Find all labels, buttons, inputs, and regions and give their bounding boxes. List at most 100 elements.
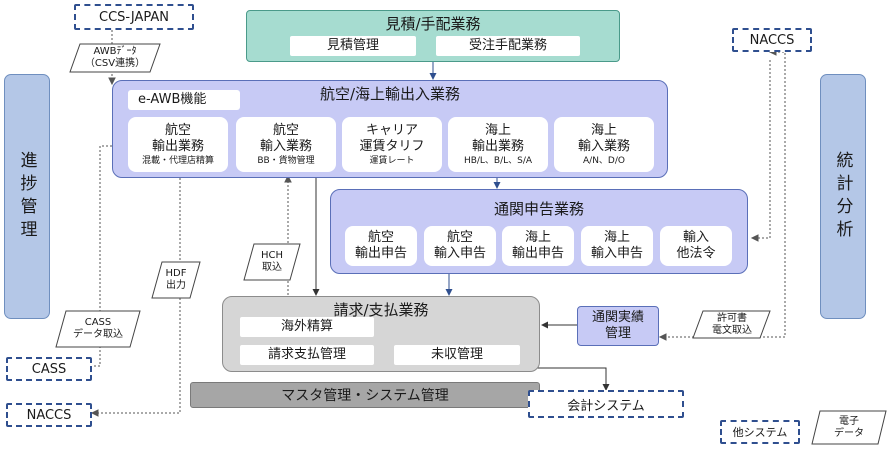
overseas-settlement-box[interactable]: 海外精算: [240, 317, 374, 337]
dotted-hdf: [92, 178, 181, 414]
air-sea-card-line1: 航空: [272, 122, 299, 138]
customs-card-line1: 海上: [524, 230, 551, 245]
statistical-analysis-sidebar[interactable]: 統計分析: [820, 74, 866, 319]
air-sea-title: 航空/海上輸出入業務: [319, 85, 461, 103]
progress-management-label: 進捗管理: [16, 150, 37, 243]
customs-card-2[interactable]: 海上輸出申告: [502, 226, 574, 266]
hdf-line2: 出力: [165, 280, 186, 291]
customs-card-line2: 輸入申告: [590, 246, 643, 261]
master-system-label: マスタ管理・システム管理: [281, 388, 449, 404]
accounting-system-label: 会計システム: [567, 398, 645, 414]
dotted-naccs-top: [750, 51, 786, 338]
customs-title: 通関申告業務: [493, 200, 584, 218]
air-sea-card-line2: 輸入業務: [259, 138, 312, 154]
billing-title: 請求/支払業務: [333, 301, 429, 319]
naccs-bottom-label: NACCS: [26, 407, 72, 423]
e-data-line2: データ: [834, 427, 864, 439]
hdf-line1: HDF: [165, 268, 187, 279]
dotted-naccs-customs: [752, 60, 771, 239]
cass-import-line2: データ取込: [73, 329, 123, 340]
hch-shape: [243, 243, 301, 281]
customs-card-1[interactable]: 航空輸入申告: [424, 226, 496, 266]
other-system-box: 他システム: [720, 420, 800, 444]
ccs-japan-label: CCS-JAPAN: [99, 9, 169, 25]
permit-line1: 許可書: [717, 312, 747, 324]
estimate-management-box[interactable]: 見積管理: [290, 36, 416, 56]
air-sea-card-sub: 混載・代理店精算: [141, 155, 214, 166]
air-sea-card-sub: HB/L、B/L、S/A: [463, 155, 533, 166]
billing-payment-label: 請求支払管理: [267, 347, 346, 362]
naccs-bottom-box[interactable]: NACCS: [6, 403, 92, 427]
master-system-box[interactable]: マスタ管理・システム管理: [190, 382, 540, 408]
receivables-box[interactable]: 未収管理: [394, 345, 520, 365]
other-system-label: 他システム: [732, 426, 788, 439]
cass-box[interactable]: CASS: [6, 357, 92, 381]
air-sea-card-line2: 運賃タリフ: [359, 138, 425, 154]
customs-card-4[interactable]: 輸入他法令: [660, 226, 732, 266]
customs-results-line2: 管理: [604, 326, 631, 341]
customs-card-line2: 輸入申告: [433, 246, 486, 261]
order-arrangement-box[interactable]: 受注手配業務: [436, 36, 580, 56]
customs-results-line1: 通関実績: [591, 310, 644, 325]
estimate-management-label: 見積管理: [326, 38, 379, 53]
customs-card-3[interactable]: 海上輸入申告: [581, 226, 653, 266]
awb-data-label: AWBﾃﾞｰﾀ（CSV連携）: [72, 44, 158, 72]
customs-card-line1: 航空: [446, 230, 473, 245]
air-sea-card-line1: 海上: [590, 122, 617, 138]
naccs-top-label: NACCS: [749, 32, 795, 48]
hdf-shape: [151, 261, 201, 299]
order-arrangement-label: 受注手配業務: [468, 38, 547, 53]
air-sea-card-line2: 輸入業務: [577, 138, 630, 154]
air-sea-card-0[interactable]: 航空輸出業務混載・代理店精算: [128, 117, 228, 172]
estimate-order-title: 見積/手配業務: [385, 15, 481, 33]
air-sea-card-sub: 運賃レート: [369, 155, 415, 166]
ccs-japan-box[interactable]: CCS-JAPAN: [74, 4, 194, 30]
eawb-box[interactable]: e-AWB機能: [128, 90, 240, 110]
customs-results-box[interactable]: 通関実績 管理: [577, 306, 659, 346]
permit-shape: [692, 310, 771, 339]
air-sea-card-sub: A/N、D/O: [583, 155, 625, 166]
air-sea-card-line2: 輸出業務: [471, 138, 524, 154]
eawb-label: e-AWB機能: [138, 92, 207, 107]
air-sea-card-line1: 航空: [164, 122, 191, 138]
customs-card-line2: 輸出申告: [354, 246, 407, 261]
customs-card-line1: 海上: [603, 230, 630, 245]
permit-line2: 電文取込: [712, 324, 752, 336]
customs-card-line1: 航空: [367, 230, 394, 245]
accounting-system-box[interactable]: 会計システム: [528, 390, 684, 418]
overseas-settlement-label: 海外精算: [280, 319, 333, 334]
e-data-shape: [811, 410, 887, 445]
air-sea-card-line2: 輸出業務: [151, 138, 204, 154]
e-data-label: 電子データ: [814, 411, 884, 444]
receivables-label: 未収管理: [430, 347, 483, 362]
air-sea-card-line1: キャリア: [365, 122, 418, 138]
awb-data-shape: [69, 43, 161, 73]
air-sea-card-line1: 海上: [484, 122, 511, 138]
naccs-top-box[interactable]: NACCS: [732, 28, 812, 52]
awb-line1: AWBﾃﾞｰﾀ: [93, 46, 137, 57]
progress-management-sidebar[interactable]: 進捗管理: [4, 74, 50, 319]
customs-card-line1: 輸入: [682, 230, 709, 245]
customs-card-line2: 輸出申告: [511, 246, 564, 261]
statistical-analysis-label: 統計分析: [832, 150, 853, 243]
permit-label: 許可書電文取込: [696, 311, 768, 338]
cass-import-shape: [55, 310, 141, 348]
air-sea-card-sub: BB・貨物管理: [257, 155, 315, 166]
arrow-to-accounting: [520, 367, 610, 391]
customs-card-0[interactable]: 航空輸出申告: [345, 226, 417, 266]
hch-line1: HCH: [260, 250, 284, 261]
e-data-line1: 電子: [839, 415, 859, 427]
cass-label: CASS: [31, 361, 67, 377]
billing-payment-box[interactable]: 請求支払管理: [240, 345, 374, 365]
awb-line2: （CSV連携）: [84, 58, 146, 69]
hch-line2: 取込: [262, 262, 282, 273]
air-sea-card-2[interactable]: キャリア運賃タリフ運賃レート: [342, 117, 442, 172]
cass-import-line1: CASS: [84, 317, 112, 328]
